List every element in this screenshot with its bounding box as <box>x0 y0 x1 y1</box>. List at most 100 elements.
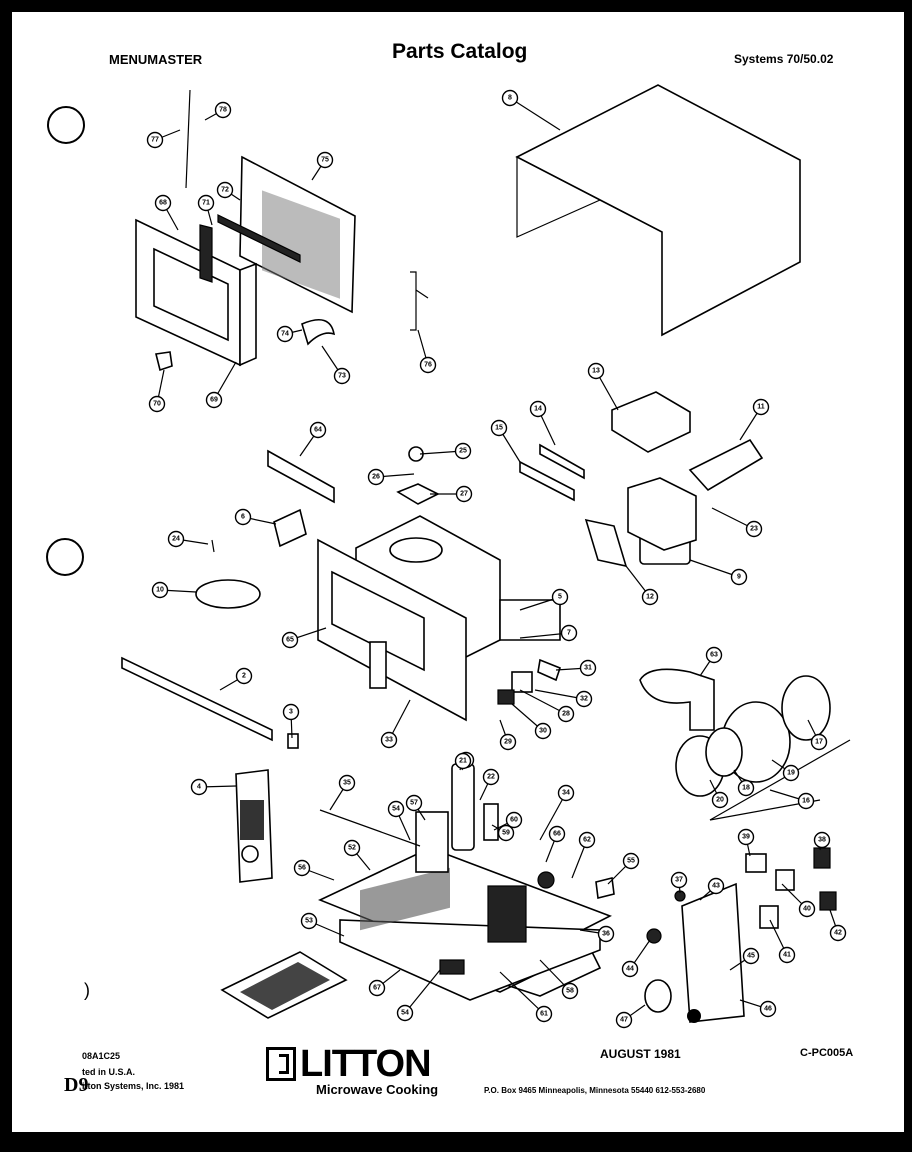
callout-27: 27 <box>430 485 473 503</box>
callout-number: 29 <box>504 739 512 746</box>
callout-number: 60 <box>510 817 518 824</box>
callout-number: 33 <box>385 737 393 744</box>
callout-16: 16 <box>769 789 815 810</box>
callout-35: 35 <box>329 774 356 811</box>
callout-69: 69 <box>205 361 237 409</box>
callout-number: 58 <box>566 988 574 995</box>
callout-5: 5 <box>519 588 569 611</box>
callout-number: 19 <box>787 770 795 777</box>
callout-number: 53 <box>305 918 313 925</box>
callout-number: 65 <box>286 637 294 644</box>
callout-42: 42 <box>829 909 847 942</box>
callout-number: 39 <box>742 834 750 841</box>
callout-6: 6 <box>234 508 277 526</box>
copyright-label: itton Systems, Inc. 1981 <box>82 1081 185 1091</box>
callout-62: 62 <box>571 831 596 879</box>
callout-number: 17 <box>815 739 823 746</box>
callout-52: 52 <box>343 839 371 871</box>
callout-number: 13 <box>592 368 600 375</box>
callout-21: 21 <box>454 752 472 771</box>
callout-20: 20 <box>709 779 729 809</box>
callout-22: 22 <box>479 768 500 801</box>
callout-number: 46 <box>764 1006 772 1013</box>
callout-number: 41 <box>783 952 791 959</box>
made-in-label: ted in U.S.A. <box>82 1067 136 1077</box>
callout-38: 38 <box>813 831 831 851</box>
callout-44: 44 <box>621 939 651 978</box>
callout-24: 24 <box>167 530 209 548</box>
callout-number: 72 <box>221 187 229 194</box>
callout-number: 73 <box>338 373 346 380</box>
callout-45: 45 <box>729 947 760 971</box>
page-mark: D9 <box>64 1074 89 1096</box>
callout-number: 45 <box>747 953 755 960</box>
binder-hole-top <box>47 106 85 144</box>
door-panel <box>135 218 257 367</box>
callout-number: 11 <box>757 404 765 411</box>
callout-39: 39 <box>737 828 755 857</box>
outer-cabinet <box>515 84 801 337</box>
callout-number: 20 <box>716 797 724 804</box>
margin-mark: ) <box>84 980 90 1000</box>
callout-64: 64 <box>299 421 327 457</box>
callout-number: 31 <box>584 665 592 672</box>
shield-6 <box>273 508 307 548</box>
callout-67: 67 <box>368 969 401 997</box>
bracket-15 <box>519 460 575 502</box>
callout-75: 75 <box>311 151 334 181</box>
callout-number: 68 <box>159 200 167 207</box>
rail-2 <box>121 656 273 742</box>
callout-2: 2 <box>219 667 253 691</box>
callout-number: 43 <box>712 883 720 890</box>
callout-43: 43 <box>699 877 725 901</box>
page-title: Parts Catalog <box>392 40 528 63</box>
callout-19: 19 <box>771 759 800 782</box>
callout-number: 28 <box>562 711 570 718</box>
callout-26: 26 <box>367 468 415 486</box>
callout-11: 11 <box>739 398 770 441</box>
callout-36: 36 <box>579 925 615 943</box>
base-plate <box>317 763 615 1001</box>
callout-23: 23 <box>711 507 763 538</box>
callout-18: 18 <box>733 769 755 797</box>
callout-3: 3 <box>282 703 300 739</box>
callout-28: 28 <box>519 689 575 723</box>
callout-4: 4 <box>190 778 237 796</box>
company-address: P.O. Box 9465 Minneapolis, Minnesota 554… <box>484 1086 706 1095</box>
callout-number: 21 <box>459 758 467 765</box>
callout-76: 76 <box>417 329 437 374</box>
callout-number: 75 <box>321 157 329 164</box>
callout-number: 34 <box>562 790 570 797</box>
bracket-13 <box>611 391 691 453</box>
callout-number: 54 <box>392 806 400 813</box>
callout-number: 23 <box>750 526 758 533</box>
callout-46: 46 <box>739 999 777 1018</box>
callout-number: 25 <box>459 448 467 455</box>
callout-32: 32 <box>534 689 593 708</box>
callout-number: 52 <box>348 845 356 852</box>
callout-55: 55 <box>607 852 640 885</box>
callout-number: 16 <box>802 798 810 805</box>
litton-logo-icon <box>266 1047 296 1081</box>
callout-number: 77 <box>151 137 159 144</box>
callout-number: 30 <box>539 728 547 735</box>
callout-number: 64 <box>314 427 322 434</box>
bracket-64 <box>267 449 335 504</box>
litton-logo-text: LITTON <box>300 1043 432 1085</box>
callout-number: 9 <box>737 574 741 581</box>
callout-number: 5 <box>558 594 562 601</box>
callout-63: 63 <box>699 646 723 677</box>
callout-15: 15 <box>490 419 521 463</box>
callout-41: 41 <box>769 919 796 964</box>
callout-number: 40 <box>803 906 811 913</box>
callout-31: 31 <box>555 659 597 677</box>
callout-number: 78 <box>219 107 227 114</box>
bracket-14 <box>539 443 585 480</box>
callout-number: 57 <box>410 800 418 807</box>
callout-13: 13 <box>587 362 619 411</box>
callout-40: 40 <box>781 883 816 918</box>
callout-number: 61 <box>540 1011 548 1018</box>
callout-47: 47 <box>615 1004 646 1029</box>
callout-number: 70 <box>153 401 161 408</box>
callout-number: 8 <box>508 95 512 102</box>
